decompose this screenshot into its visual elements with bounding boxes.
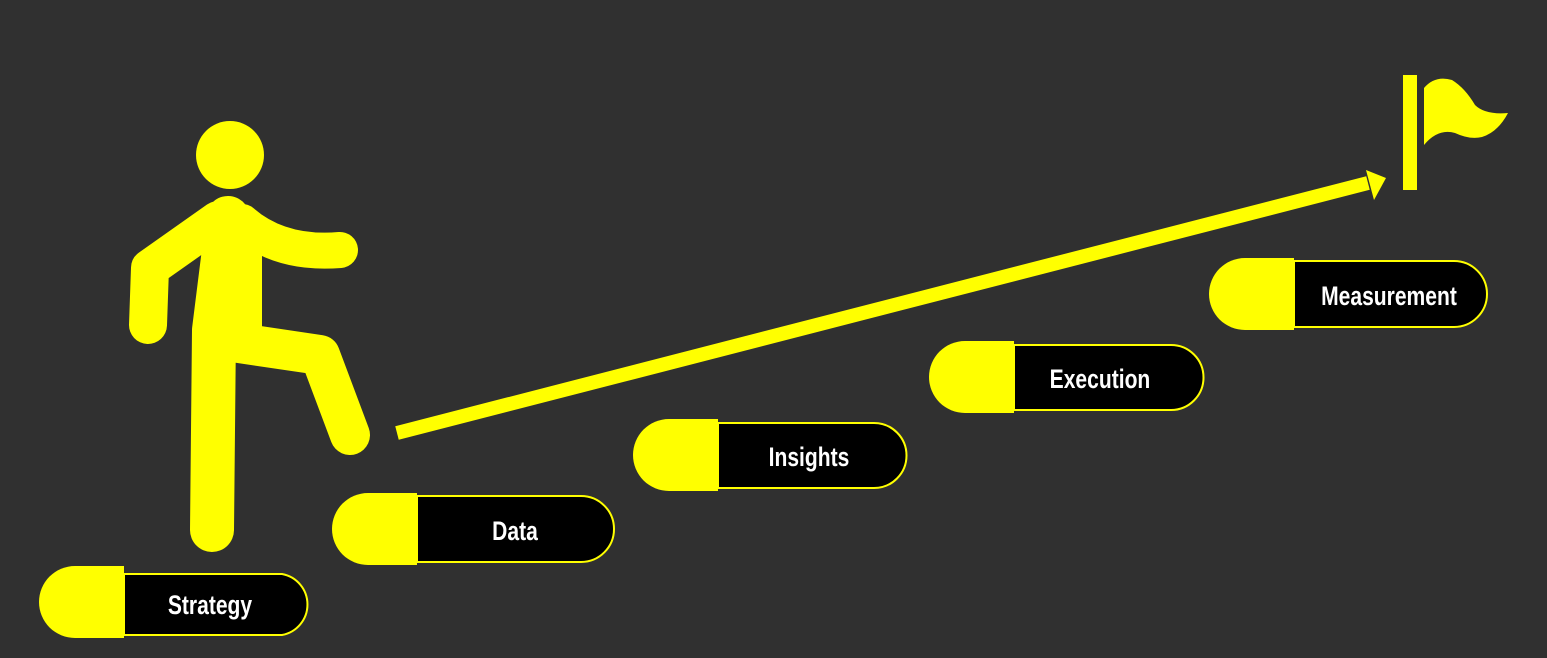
step-label: Strategy xyxy=(168,591,253,621)
step-pill xyxy=(1293,260,1488,328)
step-data: Data xyxy=(332,493,615,565)
step-pill xyxy=(123,573,309,636)
step-pill xyxy=(717,422,908,489)
step-execution: Execution xyxy=(929,341,1205,413)
step-label: Measurement xyxy=(1321,282,1457,312)
step-measurement: Measurement xyxy=(1209,258,1488,330)
step-cap xyxy=(332,493,417,565)
step-label: Execution xyxy=(1050,365,1151,395)
step-cap xyxy=(39,566,124,638)
person-climbing-icon xyxy=(129,121,370,552)
step-cap xyxy=(929,341,1014,413)
step-label: Insights xyxy=(769,443,850,473)
flag-icon xyxy=(1403,75,1508,190)
step-pill xyxy=(1013,344,1205,411)
step-insights: Insights xyxy=(633,419,908,491)
arrow-icon xyxy=(395,170,1386,440)
step-cap xyxy=(1209,258,1294,330)
step-cap xyxy=(633,419,718,491)
step-label: Data xyxy=(492,517,538,547)
step-strategy: Strategy xyxy=(39,566,309,638)
step-pill xyxy=(416,495,615,563)
